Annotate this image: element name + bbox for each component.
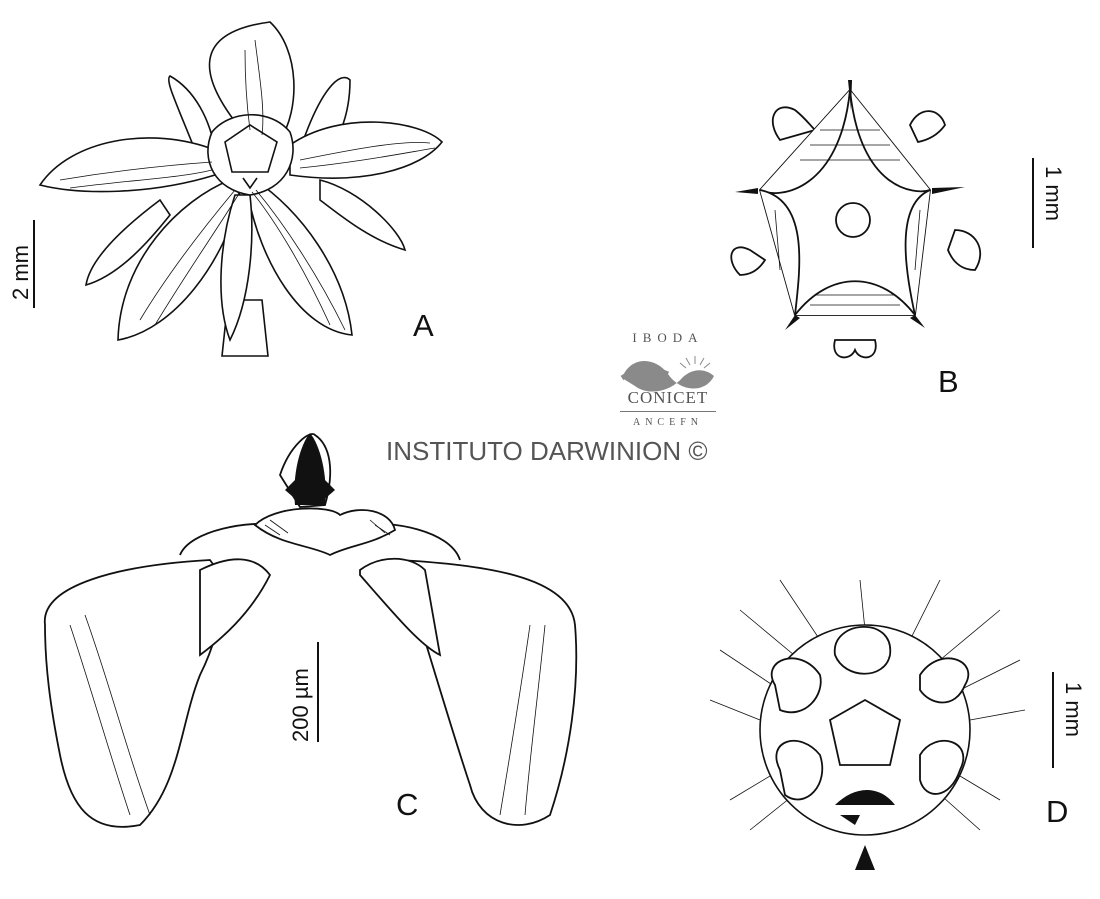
scale-label-d: 1 mm <box>1061 682 1086 737</box>
panel-letter-b: B <box>938 364 959 399</box>
flower-illustration <box>38 21 444 357</box>
panel-d: D <box>680 570 1068 870</box>
scale-line <box>33 220 35 308</box>
panel-a: A <box>0 0 460 370</box>
scale-line <box>317 642 319 742</box>
institute-watermark: INSTITUTO DARWINION © <box>386 436 708 466</box>
iboda-conicet-logo: IBODA CONICET ANCEFN <box>600 326 740 436</box>
scale-line <box>1032 158 1034 248</box>
panel-b: B <box>720 70 1000 400</box>
logo-text-top: IBODA <box>632 330 704 345</box>
logo-emblem <box>620 356 714 392</box>
panel-letter-c: C <box>396 787 419 822</box>
gynostegium-top-illustration <box>730 80 981 359</box>
logo-text-middle: CONICET <box>627 388 709 407</box>
logo-rule <box>620 411 716 412</box>
scale-line <box>1052 672 1054 768</box>
scale-label-a: 2 mm <box>8 245 33 300</box>
panel-letter-d: D <box>1046 794 1069 829</box>
scale-label-b: 1 mm <box>1041 166 1066 221</box>
corona-illustration <box>709 579 1026 870</box>
pollinarium-illustration <box>44 433 578 828</box>
panel-c: C <box>30 425 600 845</box>
panel-letter-a: A <box>413 308 434 343</box>
scale-label-c: 200 µm <box>288 668 313 742</box>
logo-text-bottom: ANCEFN <box>632 417 703 428</box>
